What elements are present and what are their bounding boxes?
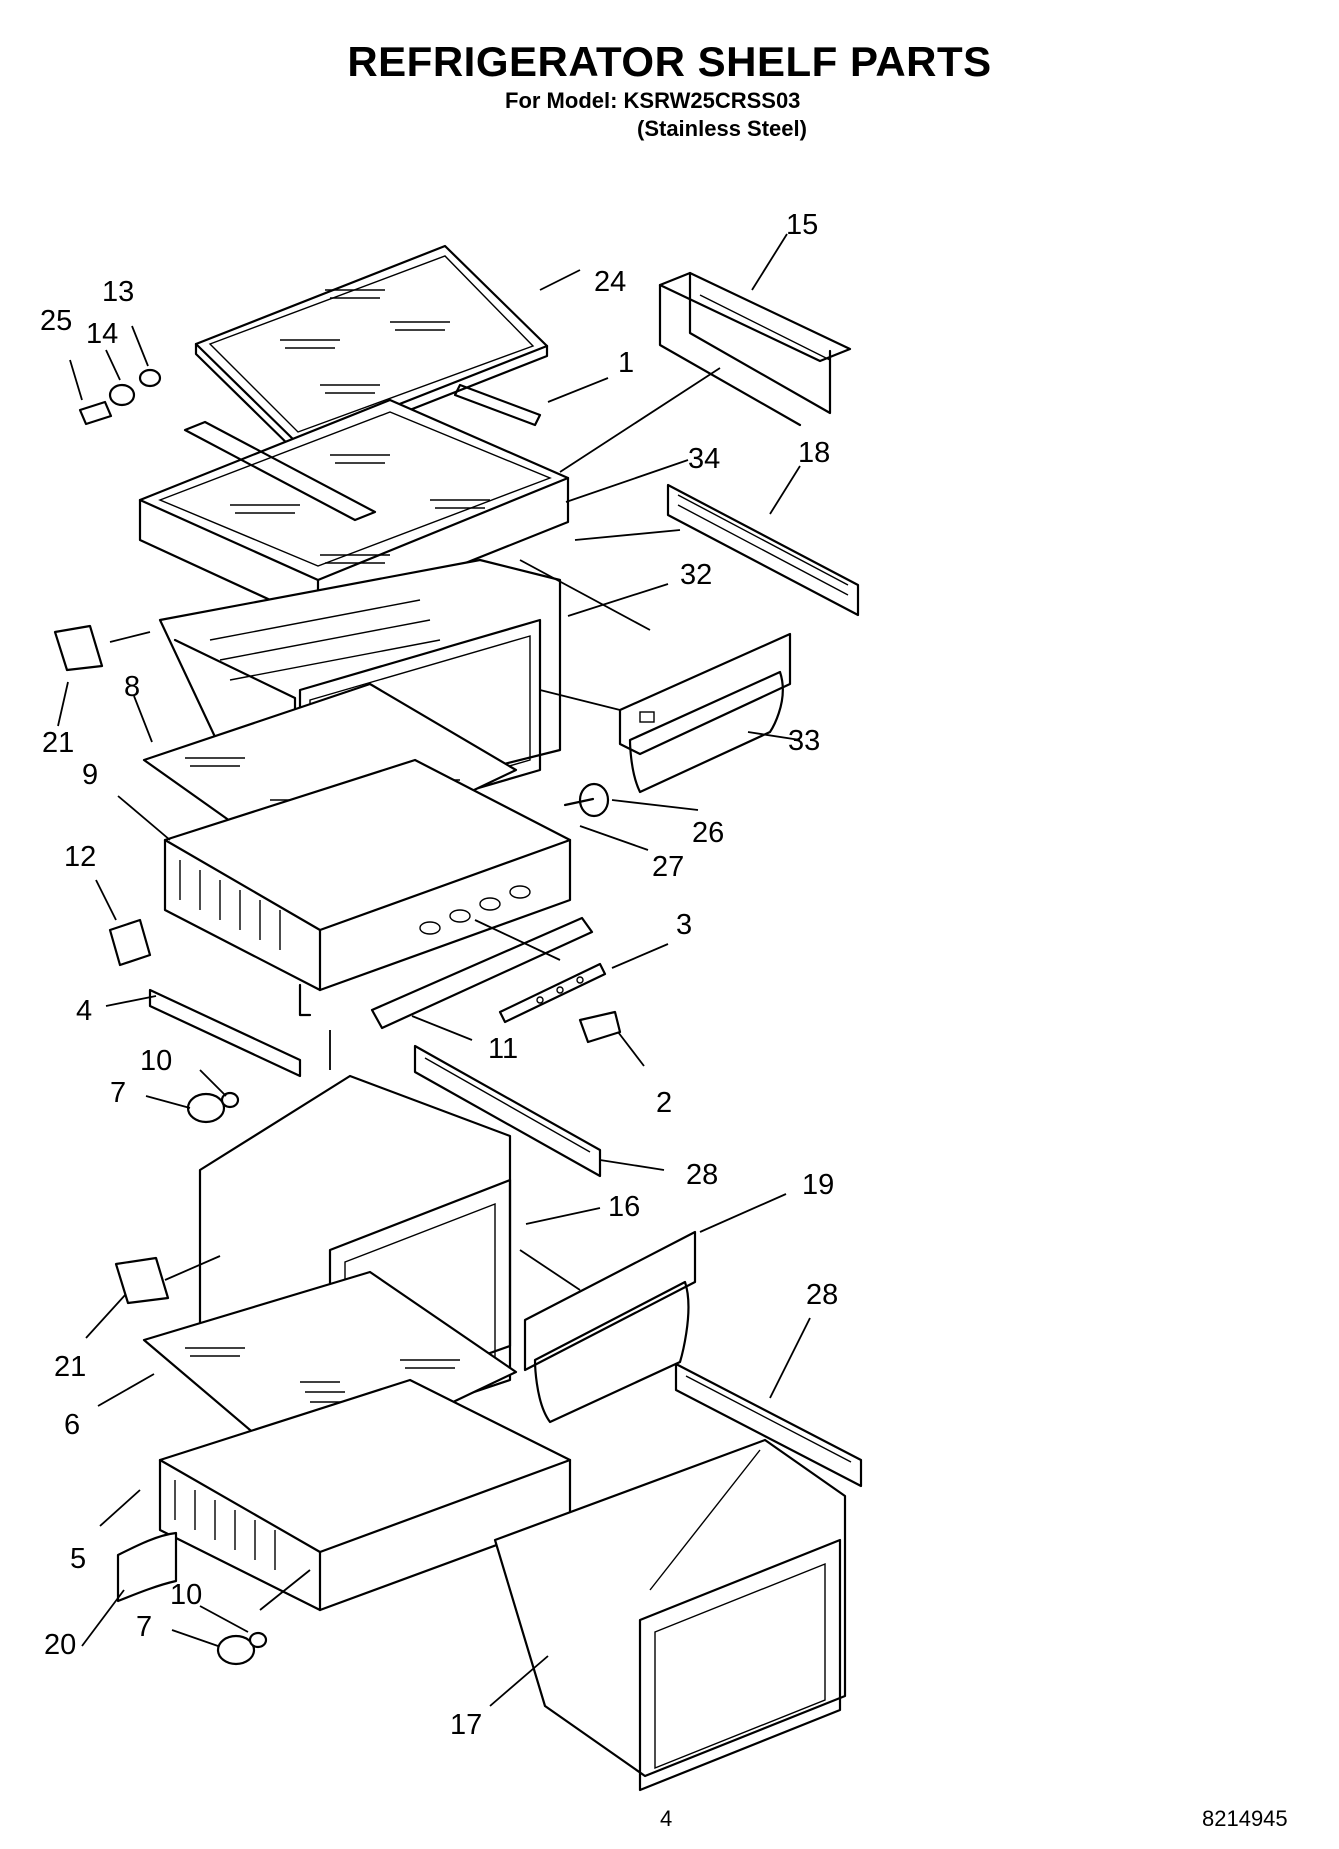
slide-rail-28-lower xyxy=(674,1362,863,1488)
callout-7-lower: 7 xyxy=(136,1611,152,1643)
slide-rail-15 xyxy=(658,271,852,427)
callout-28-lower: 28 xyxy=(806,1279,838,1311)
callout-10-upper: 10 xyxy=(140,1045,172,1077)
callout-27: 27 xyxy=(652,851,684,883)
callout-9: 9 xyxy=(82,759,98,791)
callout-18: 18 xyxy=(798,437,830,469)
document-number: 8214945 xyxy=(1202,1806,1288,1831)
callout-26: 26 xyxy=(692,817,724,849)
callout-12: 12 xyxy=(64,841,96,873)
callout-labels: 15 24 13 25 14 1 34 18 32 8 21 33 9 26 2… xyxy=(40,209,838,1741)
callout-25: 25 xyxy=(40,305,72,337)
callout-13: 13 xyxy=(102,276,134,308)
slide-rail-28-upper xyxy=(413,1044,602,1178)
callout-24: 24 xyxy=(594,266,626,298)
assembly-lines xyxy=(109,367,721,1611)
callout-33: 33 xyxy=(788,725,820,757)
slide-rail-18 xyxy=(666,483,860,617)
washer-13 xyxy=(138,368,162,388)
callout-1: 1 xyxy=(618,347,634,379)
front-rail-11 xyxy=(370,916,594,1030)
shelf-support-1 xyxy=(183,383,542,522)
callout-34: 34 xyxy=(688,443,720,475)
callout-17: 17 xyxy=(450,1709,482,1741)
crisper-frame-5 xyxy=(158,1378,572,1612)
drawer-bracket-19 xyxy=(523,1230,697,1424)
callout-19: 19 xyxy=(802,1169,834,1201)
end-cap-21-upper xyxy=(53,624,104,672)
end-cap-21-lower xyxy=(114,1256,170,1305)
callout-15: 15 xyxy=(786,209,818,241)
model-line: For Model: KSRW25CRSS03 xyxy=(505,88,801,113)
callout-6: 6 xyxy=(64,1409,80,1441)
callout-2: 2 xyxy=(656,1087,672,1119)
callout-28-upper: 28 xyxy=(686,1159,718,1191)
callout-5: 5 xyxy=(70,1543,86,1575)
callout-3: 3 xyxy=(676,909,692,941)
callout-20: 20 xyxy=(44,1629,76,1661)
callout-7-upper: 7 xyxy=(110,1077,126,1109)
page-title: REFRIGERATOR SHELF PARTS xyxy=(347,38,992,85)
callout-21-upper: 21 xyxy=(42,727,74,759)
callout-14: 14 xyxy=(86,318,118,350)
washer-14 xyxy=(108,383,136,407)
callout-8: 8 xyxy=(124,671,140,703)
callout-11: 11 xyxy=(488,1033,518,1065)
callout-4: 4 xyxy=(76,995,92,1027)
clip-2 xyxy=(578,1010,622,1044)
variant-line: (Stainless Steel) xyxy=(637,116,807,141)
roller-7-10-upper xyxy=(186,1091,240,1124)
roller-7-10-lower xyxy=(216,1631,268,1666)
callout-32: 32 xyxy=(680,559,712,591)
drawer-bracket-33 xyxy=(618,632,792,794)
callout-21-lower: 21 xyxy=(54,1351,86,1383)
callout-10-lower: 10 xyxy=(170,1579,202,1611)
crisper-frame-9 xyxy=(163,758,572,1017)
cover-20 xyxy=(116,1531,178,1603)
clip-12 xyxy=(108,918,152,967)
cover-support-4 xyxy=(148,988,302,1078)
bracket-3 xyxy=(498,962,607,1024)
roller-26-27 xyxy=(563,782,610,818)
callout-16: 16 xyxy=(608,1191,640,1223)
callout-arrows xyxy=(57,233,811,1707)
bottom-pan-17 xyxy=(493,1438,847,1792)
screw-25 xyxy=(78,400,113,426)
page-number: 4 xyxy=(660,1806,673,1831)
